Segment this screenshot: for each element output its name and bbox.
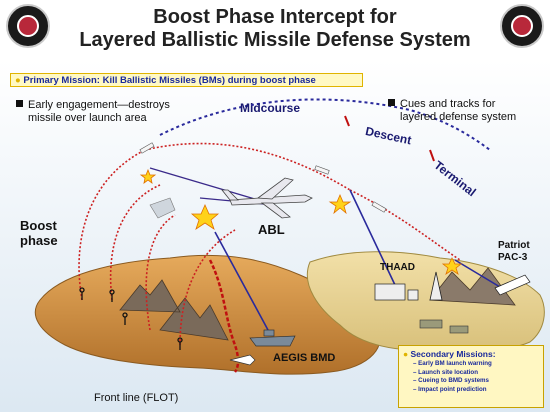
abl-aircraft bbox=[221, 177, 313, 219]
patriot-label-line-1: Patriot bbox=[498, 240, 530, 251]
descent-marker bbox=[344, 115, 350, 127]
launch-sites bbox=[79, 287, 183, 350]
bullet-dot-icon: ● bbox=[15, 75, 24, 86]
title-line-1: Boost Phase Intercept for bbox=[153, 6, 397, 28]
square-bullet-icon bbox=[388, 99, 395, 106]
early-engagement-note: Early engagement—destroys missile over l… bbox=[16, 99, 170, 125]
aegis-label: AEGIS BMD bbox=[273, 352, 336, 364]
missile-defense-agency-seal-right bbox=[500, 4, 544, 48]
missiles bbox=[139, 142, 387, 213]
ground-units bbox=[419, 319, 469, 334]
patriot-launcher bbox=[494, 274, 531, 296]
patriot-label: Patriot PAC-3 bbox=[498, 240, 530, 264]
fighter-aircraft bbox=[229, 354, 256, 366]
midcourse-label: Midcourse bbox=[240, 101, 301, 115]
sensor-platform bbox=[149, 197, 176, 219]
cues-tracks-note: Cues and tracks for layered defense syst… bbox=[388, 98, 516, 124]
early-engagement-line-2: missile over launch area bbox=[28, 112, 147, 124]
secondary-missions-box: ● Secondary Missions: Early BM launch wa… bbox=[398, 345, 544, 408]
boost-label-line-1: Boost bbox=[20, 218, 57, 233]
primary-mission-banner: ● Primary Mission: Kill Ballistic Missil… bbox=[10, 73, 363, 87]
mountains-left bbox=[119, 279, 229, 341]
radar-tower bbox=[429, 271, 443, 301]
boost-label-line-2: phase bbox=[20, 233, 58, 248]
title-line-2: Layered Ballistic Missile Defense System bbox=[79, 29, 471, 51]
front-line-flot bbox=[208, 259, 240, 373]
page-title: Boost Phase Intercept for Layered Ballis… bbox=[60, 6, 490, 52]
secondary-title-text: Secondary Missions: bbox=[410, 349, 496, 359]
secondary-missions-title: ● Secondary Missions: bbox=[403, 349, 539, 359]
secondary-item: Early BM launch warning bbox=[413, 360, 539, 369]
interceptor-paths bbox=[214, 189, 506, 331]
cues-line-2: layered defense system bbox=[400, 111, 517, 123]
secondary-item: Impact point prediction bbox=[413, 386, 539, 395]
bullet-dot-icon: ● bbox=[403, 349, 411, 359]
terminal-marker bbox=[429, 149, 435, 162]
midcourse-arc bbox=[159, 98, 491, 151]
front-line-label: Front line (FLOT) bbox=[94, 392, 179, 404]
primary-mission-text: Primary Mission: Kill Ballistic Missiles… bbox=[23, 75, 316, 86]
secondary-item: Cueing to BMD systems bbox=[413, 377, 539, 386]
mountains-right bbox=[429, 267, 516, 306]
patriot-label-line-2: PAC-3 bbox=[498, 252, 528, 263]
intercept-explosions bbox=[139, 168, 463, 275]
thaad-label: THAAD bbox=[380, 262, 415, 273]
missile-defense-agency-seal-left bbox=[6, 4, 50, 48]
missile-trajectories bbox=[78, 142, 461, 346]
early-engagement-line-1: Early engagement—destroys bbox=[28, 99, 170, 111]
boost-phase-label: Boost phase bbox=[20, 218, 58, 248]
aegis-ship bbox=[249, 329, 296, 347]
square-bullet-icon bbox=[16, 100, 23, 107]
thaad-launcher bbox=[374, 283, 419, 301]
secondary-item: Launch site location bbox=[413, 369, 539, 378]
cues-line-1: Cues and tracks for bbox=[400, 98, 496, 110]
abl-label: ABL bbox=[258, 222, 285, 237]
